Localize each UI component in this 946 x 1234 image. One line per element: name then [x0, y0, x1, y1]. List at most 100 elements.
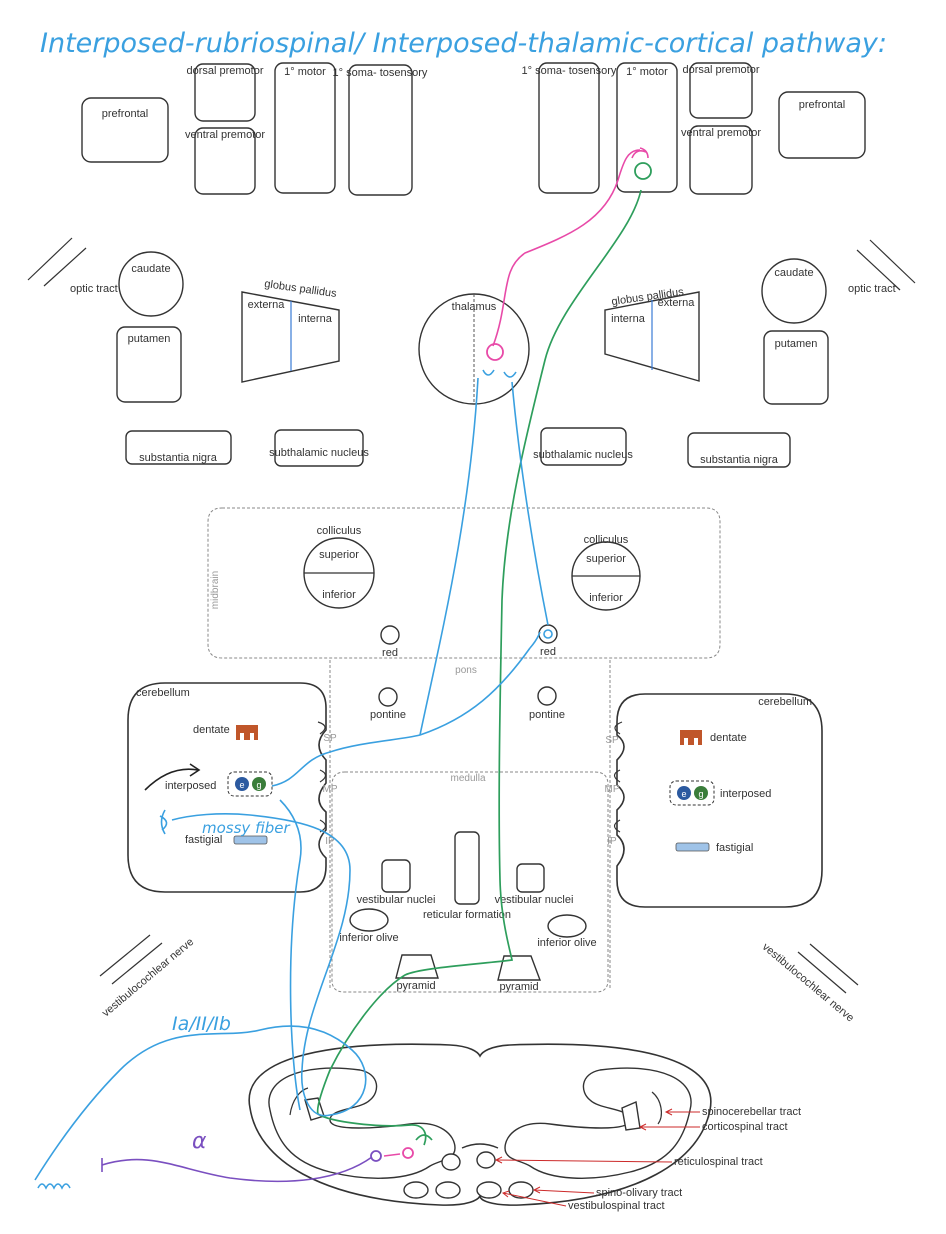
- spinocerebellar-ascending: [279, 799, 302, 1111]
- somatosensory-right: [538, 62, 600, 194]
- inferior-olive-right: [547, 914, 587, 938]
- interposed-thalamic-pathway: [419, 377, 479, 736]
- prefrontal-right-label: prefrontal: [799, 99, 845, 111]
- dentate-left-label: dentate: [193, 724, 230, 736]
- substantia-nigra-left: [125, 430, 232, 465]
- motor-neuron-soma: [634, 162, 652, 180]
- rubral-return-pathway: [511, 381, 549, 626]
- emboliform-right: [677, 786, 691, 800]
- vestibulospinal-right: [508, 1181, 534, 1199]
- arrow-reticulospinal: [495, 1159, 673, 1163]
- peduncle-sp-left: [317, 721, 326, 735]
- motor-cortex-right: [616, 62, 678, 193]
- spinocerebellar-left: [289, 1087, 309, 1116]
- dentate-right-label: dentate: [710, 732, 747, 744]
- arrowhead-corticospinal: [638, 1123, 647, 1131]
- pyramid-right: [497, 955, 542, 981]
- pons-label: pons: [455, 665, 477, 676]
- rubral-terminal-stem: [529, 631, 541, 649]
- optic-tract-right-line1: [869, 239, 916, 284]
- putamen-left: [116, 326, 182, 403]
- globose-left: [252, 777, 266, 791]
- motor-cortex-right-label: 1° motor: [626, 66, 668, 78]
- somatosensory-left: [348, 64, 413, 196]
- arrowhead-spinocerebellar: [664, 1108, 673, 1116]
- putamen-right-label: putamen: [775, 338, 818, 350]
- tract-spinocerebellar: spinocerebellar tract: [702, 1106, 801, 1118]
- spinocerebellar-right: [651, 1091, 662, 1125]
- fastigial-right: [675, 842, 710, 852]
- vestibular-nuclei-right: [516, 863, 545, 893]
- dorsal-premotor-left: [194, 63, 256, 122]
- diagram-title: Interposed-rubriospinal/ Interposed-thal…: [40, 28, 887, 59]
- interposed-arrowhead: [189, 763, 201, 777]
- superior-right-label: superior: [586, 553, 626, 565]
- dentate-left: [236, 725, 258, 740]
- reticular-formation-label: reticular formation: [423, 909, 511, 921]
- prefrontal-left: [81, 97, 169, 163]
- ventral-premotor-right: [689, 125, 753, 195]
- red-nucleus-right-label: red: [540, 646, 556, 658]
- peduncle-mp-right: [613, 769, 621, 783]
- tract-reticulospinal: reticulospinal tract: [674, 1156, 763, 1168]
- cerebellum-left: [127, 682, 327, 893]
- peduncle-mp-left: [319, 769, 327, 783]
- motor-cortex-left: [274, 62, 336, 194]
- putamen-right: [763, 330, 829, 405]
- alpha-motor-axon: [101, 1156, 373, 1183]
- subthalamic-right: [540, 427, 627, 466]
- mp-right-label: MP: [605, 784, 620, 795]
- substantia-nigra-right-label: substantia nigra: [700, 454, 779, 466]
- ventral-premotor-left-label: ventral premotor: [185, 129, 265, 141]
- mossy-fiber-terminal: [159, 809, 168, 835]
- emboliform-right-label: e: [681, 789, 686, 799]
- medulla-outline: [331, 771, 609, 993]
- arrow-vestibulospinal: [502, 1192, 567, 1207]
- arrowhead-reticulospinal: [494, 1156, 503, 1164]
- cerebellum-right-label: cerebellum: [758, 696, 812, 708]
- interneuron-soma: [402, 1147, 414, 1159]
- corticospinal-right: [621, 1101, 641, 1131]
- ip-right-label: IP: [607, 836, 617, 847]
- dorsal-premotor-left-label: dorsal premotor: [186, 65, 263, 77]
- mossy-fiber-annotation: mossy fiber: [202, 819, 291, 837]
- pyramid-left: [395, 954, 439, 979]
- arrow-spino-olivary: [533, 1189, 595, 1194]
- cerebellum-left-label: cerebellum: [136, 687, 190, 699]
- globose-right: [694, 786, 708, 800]
- colliculus-left-label: colliculus: [317, 525, 362, 537]
- dorsal-premotor-right: [689, 62, 753, 119]
- tract-vestibulospinal: vestibulospinal tract: [568, 1200, 665, 1212]
- thalamic-neuron-soma: [486, 343, 504, 361]
- pontine-right: [537, 686, 557, 706]
- red-nucleus-neuron: [543, 629, 553, 639]
- arrowhead-spino-olivary: [532, 1186, 541, 1194]
- interposed-left-label: interposed: [165, 780, 216, 792]
- interneuron-axon: [383, 1153, 401, 1157]
- corticospinal-terminal: [415, 1134, 433, 1141]
- pyramid-left-label: pyramid: [396, 980, 435, 992]
- mp-left-label: MP: [323, 784, 338, 795]
- reticular-formation: [454, 831, 480, 905]
- gray-matter-right: [504, 1067, 692, 1179]
- externa-right-label: externa: [658, 297, 696, 309]
- mossy-fiber-pathway: [34, 813, 367, 1181]
- subthalamic-right-label: subthalamic nucleus: [533, 449, 633, 461]
- tract-spino-olivary: spino-olivary tract: [596, 1187, 682, 1199]
- cerebellum-right: [616, 693, 823, 908]
- vcn-left-label: vestibulocochlear nerve: [100, 936, 196, 1019]
- pontine-right-label: pontine: [529, 709, 565, 721]
- peduncle-sp-right: [614, 721, 623, 735]
- optic-tract-right-label: optic tract: [848, 283, 896, 295]
- thalamic-terminals: [482, 369, 517, 378]
- red-nucleus-left-label: red: [382, 647, 398, 659]
- sp-right-label: SP: [605, 735, 619, 746]
- dentate-right: [680, 730, 702, 745]
- tract-corticospinal: corticospinal tract: [702, 1121, 788, 1133]
- optic-tract-left-line2: [43, 247, 87, 287]
- vestibular-nuclei-left: [381, 859, 411, 893]
- pontine-left-label: pontine: [370, 709, 406, 721]
- interna-right-label: interna: [611, 313, 646, 325]
- pontine-left: [378, 687, 398, 707]
- alpha-motor-soma: [370, 1150, 382, 1162]
